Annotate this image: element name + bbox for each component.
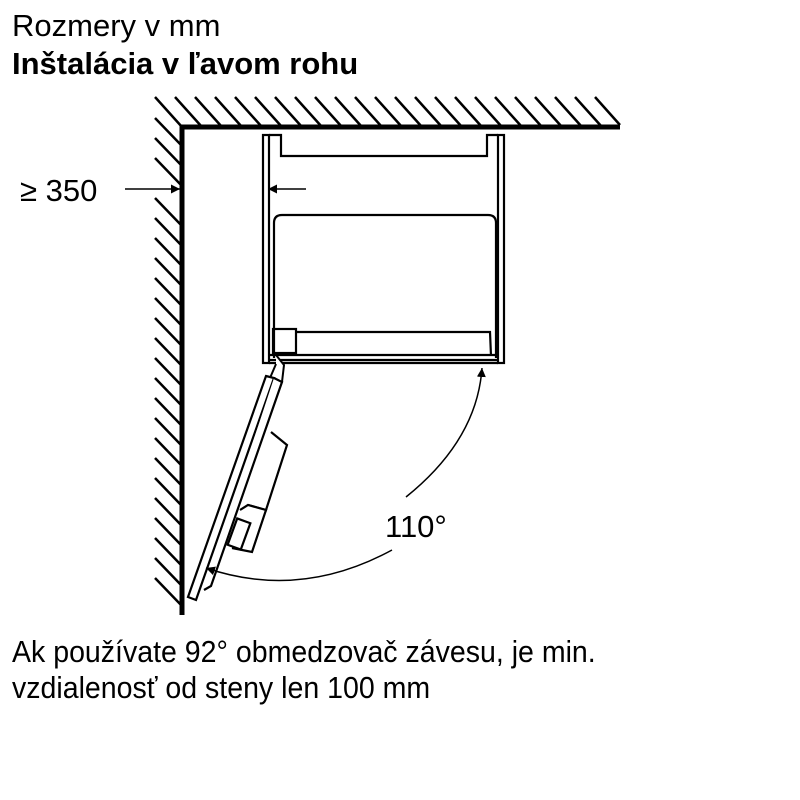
wall-hatching — [154, 117, 183, 607]
open-door — [186, 374, 289, 602]
door-swing-arc-upper — [405, 367, 486, 498]
wall-clearance-label: ≥ 350 — [20, 173, 97, 208]
door-swing-arc-lower — [205, 549, 393, 582]
installation-subtitle: Inštalácia v ľavom rohu — [12, 46, 359, 81]
appliance-body — [261, 133, 506, 365]
door-angle-label: 110° — [385, 509, 447, 544]
note-line-2: vzdialenosť od steny len 100 mm — [12, 670, 431, 705]
wall-ceiling-edge — [179, 124, 620, 615]
dimensions-title: Rozmery v mm — [12, 8, 221, 43]
ceiling-hatching — [154, 96, 621, 128]
hinge-limiter-note: Ak používate 92° obmedzovač závesu, je m… — [12, 634, 596, 706]
note-line-1: Ak používate 92° obmedzovač závesu, je m… — [12, 634, 596, 669]
